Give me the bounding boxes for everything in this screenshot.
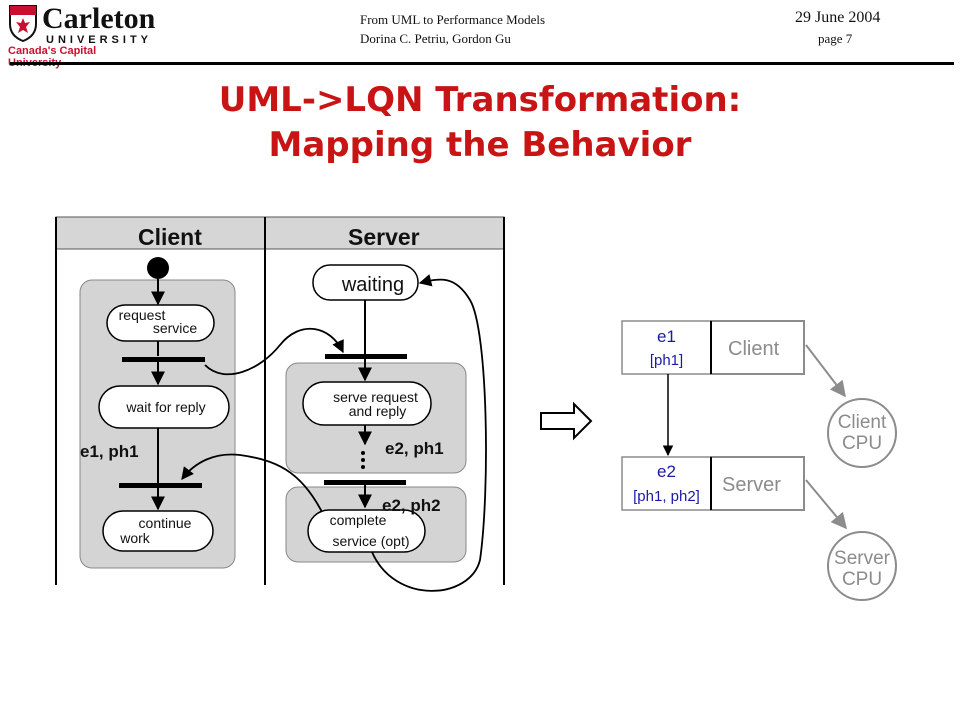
client-task-box bbox=[710, 320, 805, 375]
server-cpu-label-1: Server bbox=[834, 548, 890, 569]
serve-label-1: serve request bbox=[333, 389, 418, 405]
lane-server-label: Server bbox=[348, 224, 420, 250]
wait-for-reply-label: wait for reply bbox=[126, 399, 206, 415]
page-number: page 7 bbox=[818, 31, 853, 46]
waiting-label: waiting bbox=[341, 274, 405, 296]
complete-service-node bbox=[307, 509, 426, 553]
client-fork-bar bbox=[122, 357, 205, 362]
client-cpu-link bbox=[805, 344, 846, 398]
request-label-2: service bbox=[152, 320, 198, 336]
server-cpu-link bbox=[805, 479, 848, 530]
client-join-bar bbox=[119, 483, 202, 488]
wait-for-reply-node bbox=[98, 385, 230, 429]
authors: Dorina C. Petriu, Gordon Gu bbox=[360, 31, 511, 46]
transformation-arrow-icon bbox=[540, 401, 593, 441]
server-join-bar bbox=[324, 480, 406, 485]
server-cpu-label-2: CPU bbox=[841, 569, 883, 590]
request-label-1: request bbox=[118, 307, 166, 323]
crest-icon bbox=[9, 5, 37, 42]
entry-e2-phase: [ph1, ph2] bbox=[633, 488, 700, 505]
slide-title-line1: UML->LQN Transformation: bbox=[218, 80, 742, 120]
phase-label-server-2: e2, ph2 bbox=[382, 496, 441, 515]
request-message-arrow bbox=[204, 327, 344, 376]
date: 29 June 2004 bbox=[795, 9, 881, 26]
lane-client-label: Client bbox=[138, 224, 202, 250]
complete-label-1: complete bbox=[329, 512, 387, 528]
reply-message-arrow bbox=[181, 453, 323, 513]
continue-label-2: work bbox=[120, 530, 150, 546]
continue-label-1: continue bbox=[138, 515, 192, 531]
request-service-node bbox=[106, 304, 215, 342]
logo-subtitle: UNIVERSITY bbox=[46, 34, 153, 46]
complete-label-2: service (opt) bbox=[332, 533, 410, 549]
serve-request-node bbox=[302, 381, 432, 426]
carleton-logo: Carleton UNIVERSITY Canada's Capital Uni… bbox=[8, 2, 155, 69]
lane-header-bar bbox=[55, 216, 505, 250]
client-cpu-circle bbox=[827, 398, 897, 468]
entry-e1-box bbox=[621, 320, 712, 375]
entry-e2-label: e2 bbox=[657, 462, 676, 481]
logo-name: Carleton bbox=[42, 2, 156, 35]
server-task-box bbox=[710, 456, 805, 511]
client-cpu-label-2: CPU bbox=[841, 433, 883, 454]
phase-label-client: e1, ph1 bbox=[80, 442, 139, 461]
entry-e2-box bbox=[621, 456, 712, 511]
initial-node bbox=[147, 257, 169, 279]
phase-label-server-1: e2, ph1 bbox=[385, 439, 444, 458]
server-cpu-circle bbox=[827, 531, 897, 601]
entry-e1-label: e1 bbox=[657, 327, 676, 346]
entry-e1-phase: [ph1] bbox=[649, 352, 684, 369]
serve-label-2: and reply bbox=[348, 403, 407, 419]
continue-work-node bbox=[102, 510, 214, 552]
slide-title-line2: Mapping the Behavior bbox=[268, 125, 692, 165]
client-task-label: Client bbox=[728, 338, 780, 360]
server-task-label: Server bbox=[722, 474, 781, 496]
talk-title: From UML to Performance Models bbox=[360, 12, 546, 27]
loop-back-arrow bbox=[371, 274, 487, 592]
client-cpu-label-1: Client bbox=[837, 412, 887, 433]
server-fork-bar bbox=[325, 354, 407, 359]
header-rule bbox=[10, 62, 954, 65]
